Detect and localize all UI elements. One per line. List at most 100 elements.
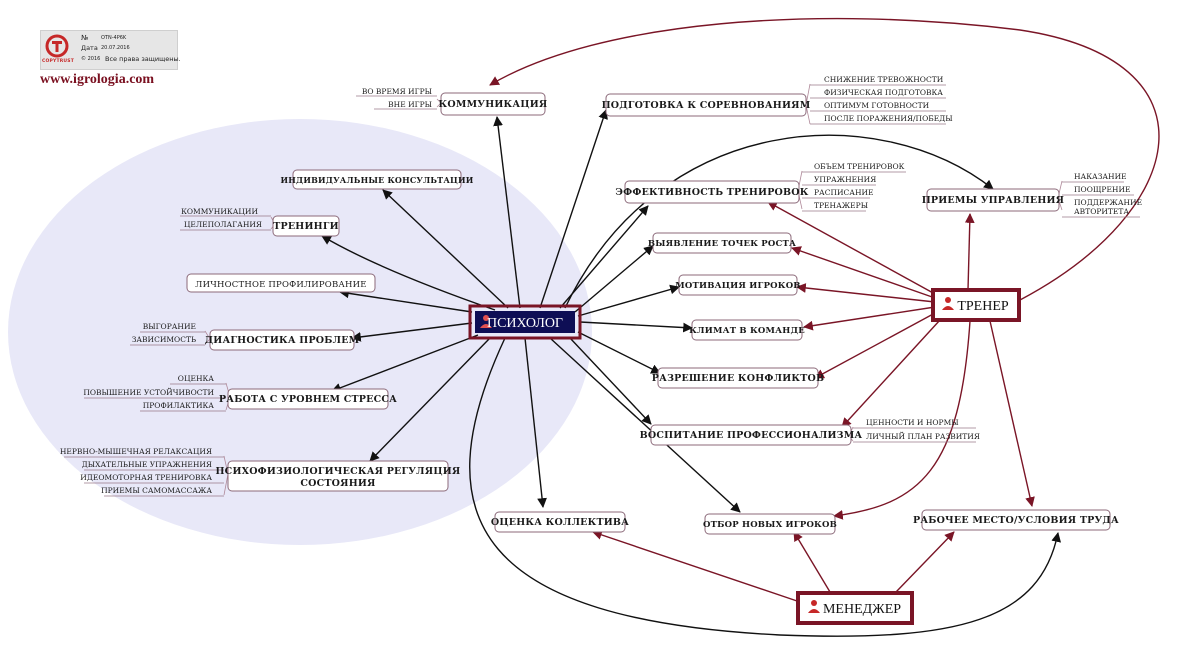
svg-text:КЛИМАТ В КОМАНДЕ: КЛИМАТ В КОМАНДЕ — [689, 326, 805, 336]
node-individual[interactable]: ИНДИВИДУАЛЬНЫЕ КОНСУЛЬТАЦИИ — [280, 169, 474, 190]
node-team-eval[interactable]: ОЦЕНКА КОЛЛЕКТИВА — [491, 511, 629, 533]
copyright-year: © 2016 — [81, 56, 101, 62]
svg-text:ДИАГНОСТИКА ПРОБЛЕМ: ДИАГНОСТИКА ПРОБЛЕМ — [205, 335, 360, 346]
arrow-psych-regulation — [369, 337, 491, 462]
copyright-date-value: 20.07.2016 — [101, 45, 130, 51]
svg-text:ТРЕНЕР: ТРЕНЕР — [957, 299, 1009, 314]
arrow-psych-team-eval — [524, 337, 547, 508]
arrow-psych-individual — [382, 189, 509, 309]
leaf-optimum: ОПТИМУМ ГОТОВНОСТИ — [824, 101, 930, 110]
arrow-coach-motivation — [796, 283, 936, 303]
leaf-burnout: ВЫГОРАНИЕ — [143, 322, 196, 331]
leaf-during-game: ВО ВРЕМЯ ИГРЫ — [362, 87, 432, 96]
leaf-relaxation: НЕРВНО-МЫШЕЧНАЯ РЕЛАКСАЦИЯ — [60, 447, 212, 456]
arrow-coach-conflicts — [814, 312, 936, 379]
leaf-equipment: ТРЕНАЖЕРЫ — [814, 201, 868, 210]
arrow-coach-management — [964, 213, 975, 291]
svg-text:РАБОТА С УРОВНЕМ СТРЕССА: РАБОТА С УРОВНЕМ СТРЕССА — [219, 394, 397, 405]
leaf-after-result: ПОСЛЕ ПОРАЖЕНИЯ/ПОБЕДЫ — [824, 114, 953, 123]
node-management[interactable]: ПРИЕМЫ УПРАВЛЕНИЯ — [922, 188, 1065, 212]
node-selection[interactable]: ОТБОР НОВЫХ ИГРОКОВ — [703, 513, 837, 535]
copyright-no-label: № — [81, 34, 89, 42]
node-motivation[interactable]: МОТИВАЦИЯ ИГРОКОВ — [675, 274, 801, 296]
leaf-self-massage: ПРИЕМЫ САМОМАССАЖА — [101, 486, 212, 495]
copytrust-logo-icon — [45, 34, 69, 58]
arrow-coach-professionalism — [841, 319, 941, 428]
svg-text:МОТИВАЦИЯ ИГРОКОВ: МОТИВАЦИЯ ИГРОКОВ — [675, 281, 800, 291]
root-manager[interactable]: МЕНЕДЖЕР — [796, 591, 914, 625]
svg-text:ОЦЕНКА КОЛЛЕКТИВА: ОЦЕНКА КОЛЛЕКТИВА — [491, 517, 629, 528]
copytrust-brand: COPYTRUST — [42, 59, 74, 64]
copyright-stamp: COPYTRUST № OTN-4P6K Дата 20.07.2016 © 2… — [40, 30, 181, 70]
arrow-psych-efficiency — [559, 205, 649, 309]
svg-text:ТРЕНИНГИ: ТРЕНИНГИ — [273, 221, 339, 232]
node-diagnostics[interactable]: ДИАГНОСТИКА ПРОБЛЕМ — [205, 329, 360, 351]
node-competition-prep[interactable]: ПОДГОТОВКА К СОРЕВНОВАНИЯМ — [602, 93, 811, 117]
node-climate[interactable]: КЛИМАТ В КОМАНДЕ — [689, 319, 805, 341]
leaf-schedule: РАСПИСАНИЕ — [814, 188, 874, 197]
node-growth[interactable]: ВЫЯВЛЕНИЕ ТОЧЕК РОСТА — [648, 232, 796, 254]
arrow-psych-motivation — [577, 284, 680, 317]
svg-text:МЕНЕДЖЕР: МЕНЕДЖЕР — [823, 602, 901, 617]
svg-text:СОСТОЯНИЯ: СОСТОЯНИЯ — [300, 478, 375, 489]
website-link[interactable]: www.igrologia.com — [40, 72, 155, 87]
svg-text:РАБОЧЕЕ МЕСТО/УСЛОВИЯ ТРУДА: РАБОЧЕЕ МЕСТО/УСЛОВИЯ ТРУДА — [913, 515, 1119, 526]
leaf-physical: ФИЗИЧЕСКАЯ ПОДГОТОВКА — [824, 88, 943, 97]
arrow-psych-conflicts — [577, 331, 661, 374]
svg-text:РАЗРЕШЕНИЕ КОНФЛИКТОВ: РАЗРЕШЕНИЕ КОНФЛИКТОВ — [652, 373, 824, 384]
arrow-psych-workplace — [469, 337, 1062, 637]
svg-text:ЛИЧНОСТНОЕ ПРОФИЛИРОВАНИЕ: ЛИЧНОСТНОЕ ПРОФИЛИРОВАНИЕ — [195, 280, 366, 290]
leaf-authority-1: ПОДДЕРЖАНИЕ — [1074, 198, 1142, 207]
node-profiling[interactable]: ЛИЧНОСТНОЕ ПРОФИЛИРОВАНИЕ — [186, 273, 376, 293]
svg-text:ПСИХОФИЗИОЛОГИЧЕСКАЯ РЕГУЛЯЦИЯ: ПСИХОФИЗИОЛОГИЧЕСКАЯ РЕГУЛЯЦИЯ — [216, 466, 461, 477]
root-coach[interactable]: ТРЕНЕР — [931, 288, 1021, 322]
arrow-psych-communication — [493, 116, 521, 309]
leaf-punishment: НАКАЗАНИЕ — [1074, 172, 1127, 181]
copyright-rights: Все права защищены. — [105, 55, 181, 63]
arrow-manager-workplace — [895, 531, 955, 593]
arrow-psych-growth — [574, 245, 654, 313]
node-workplace[interactable]: РАБОЧЕЕ МЕСТО/УСЛОВИЯ ТРУДА — [913, 509, 1119, 531]
leaf-breathing: ДЫХАТЕЛЬНЫЕ УПРАЖНЕНИЯ — [82, 460, 212, 469]
leaf-outside-game: ВНЕ ИГРЫ — [388, 100, 432, 109]
leaf-anxiety: СНИЖЕНИЕ ТРЕВОЖНОСТИ — [824, 75, 944, 84]
svg-text:ВЫЯВЛЕНИЕ ТОЧЕК РОСТА: ВЫЯВЛЕНИЕ ТОЧЕК РОСТА — [648, 239, 796, 249]
root-psychologist[interactable]: ПСИХОЛОГ — [468, 304, 582, 340]
copyright-no-value: OTN-4P6K — [101, 35, 127, 41]
node-efficiency[interactable]: ЭФФЕКТИВНОСТЬ ТРЕНИРОВОК — [615, 180, 809, 204]
arrow-psych-trainings — [321, 235, 496, 311]
svg-text:ПСИХОЛОГ: ПСИХОЛОГ — [487, 316, 563, 331]
copyright-date-label: Дата — [81, 44, 98, 52]
arrow-psych-competition — [539, 109, 608, 309]
arrow-psych-profiling — [339, 288, 473, 313]
leaf-encouragement: ПООЩРЕНИЕ — [1074, 185, 1130, 194]
arrow-coach-communication — [489, 17, 1160, 301]
node-professionalism[interactable]: ВОСПИТАНИЕ ПРОФЕССИОНАЛИЗМА — [640, 424, 863, 446]
arrow-psych-professionalism — [569, 337, 652, 425]
node-trainings[interactable]: ТРЕНИНГИ — [272, 215, 340, 237]
leaf-volume: ОБЪЕМ ТРЕНИРОВОК — [814, 162, 905, 171]
arrow-coach-efficiency — [767, 201, 936, 295]
leaf-authority-2: АВТОРИТЕТА — [1074, 207, 1129, 216]
node-stress[interactable]: РАБОТА С УРОВНЕМ СТРЕССА — [219, 388, 397, 410]
node-regulation[interactable]: ПСИХОФИЗИОЛОГИЧЕСКАЯ РЕГУЛЯЦИЯ СОСТОЯНИЯ — [216, 460, 461, 492]
svg-text:ВОСПИТАНИЕ ПРОФЕССИОНАЛИЗМА: ВОСПИТАНИЕ ПРОФЕССИОНАЛИЗМА — [640, 430, 863, 441]
leaf-stress-resilience: ПОВЫШЕНИЕ УСТОЙЧИВОСТИ — [83, 388, 214, 397]
arrow-manager-team-eval — [592, 530, 801, 603]
arrow-psych-selection — [549, 337, 741, 513]
arrow-psych-climate — [579, 321, 693, 333]
leaf-stress-prevention: ПРОФИЛАКТИКА — [143, 401, 215, 410]
arrow-manager-selection — [793, 531, 831, 593]
leaf-trainings-communication: КОММУНИКАЦИИ — [181, 207, 258, 216]
leaf-ideomotor: ИДЕОМОТОРНАЯ ТРЕНИРОВКА — [80, 473, 212, 482]
arrow-coach-workplace — [989, 320, 1035, 507]
svg-text:ИНДИВИДУАЛЬНЫЕ КОНСУЛЬТАЦИИ: ИНДИВИДУАЛЬНЫЕ КОНСУЛЬТАЦИИ — [280, 175, 473, 185]
person-icon — [942, 297, 954, 310]
svg-text:ОТБОР НОВЫХ ИГРОКОВ: ОТБОР НОВЫХ ИГРОКОВ — [703, 520, 837, 530]
svg-text:ПРИЕМЫ УПРАВЛЕНИЯ: ПРИЕМЫ УПРАВЛЕНИЯ — [922, 195, 1065, 206]
arrow-psych-stress — [331, 334, 479, 393]
svg-text:ПОДГОТОВКА К СОРЕВНОВАНИЯМ: ПОДГОТОВКА К СОРЕВНОВАНИЯМ — [602, 100, 811, 111]
node-communication[interactable]: КОММУНИКАЦИЯ — [439, 92, 548, 116]
node-conflicts[interactable]: РАЗРЕШЕНИЕ КОНФЛИКТОВ — [652, 367, 824, 389]
